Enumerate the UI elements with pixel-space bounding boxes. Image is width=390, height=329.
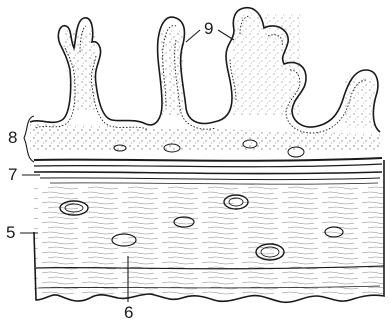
villi-label: 9 xyxy=(204,19,213,38)
label-9-group: 9 xyxy=(186,19,234,42)
label-5-group: 5 xyxy=(6,223,38,242)
villi-leader-right xyxy=(218,30,234,40)
mucosa-label: 8 xyxy=(8,128,17,147)
villi-leader-left xyxy=(186,30,200,42)
serosa-label: 5 xyxy=(6,223,15,242)
label-7-group: 7 xyxy=(8,165,40,184)
muscularis-mucosae xyxy=(34,158,382,184)
muscularis-mucosae-label: 7 xyxy=(8,165,17,184)
submucosa-layer xyxy=(34,186,384,296)
submucosa-label: 6 xyxy=(124,303,133,322)
